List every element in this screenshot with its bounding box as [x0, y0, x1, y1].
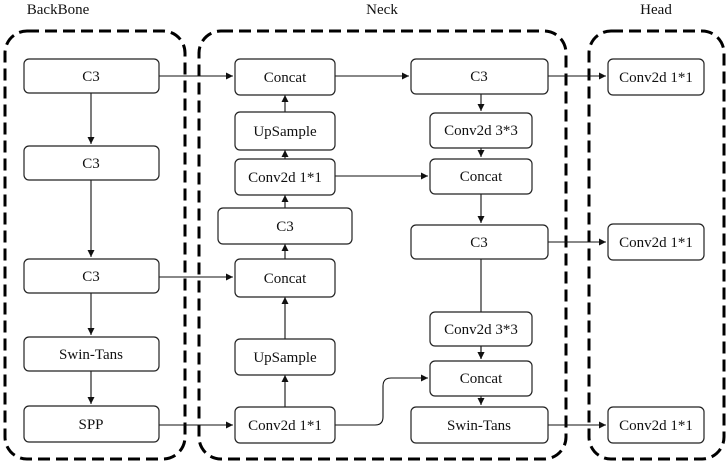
- node-label: Conv2d 1*1: [619, 418, 693, 434]
- neck-c3-mid-node: C3: [217, 207, 353, 245]
- neck-concat-mid-node: Concat: [234, 258, 336, 298]
- backbone-spp-node: SPP: [23, 405, 160, 443]
- node-label: C3: [470, 235, 488, 251]
- node-label: Concat: [264, 70, 307, 86]
- neck-concat-top-node: Concat: [234, 58, 336, 96]
- node-label: C3: [82, 156, 100, 172]
- neck-upsample-bot-node: UpSample: [234, 338, 336, 376]
- backbone-c3-node-1: C3: [23, 58, 160, 94]
- node-label: Concat: [264, 271, 307, 287]
- backbone-c3-node-2: C3: [23, 145, 160, 181]
- neck-right-concat-bot-node: Concat: [429, 360, 533, 397]
- neck-right-c3-mid-node: C3: [410, 224, 549, 260]
- backbone-swin-tans-node: Swin-Tans: [23, 336, 160, 372]
- edges: [87, 72, 606, 429]
- node-label: Conv2d 1*1: [248, 170, 322, 186]
- head-conv-node-1: Conv2d 1*1: [607, 58, 705, 96]
- node-label: C3: [82, 269, 100, 285]
- node-label: Concat: [460, 169, 503, 185]
- head-conv-node-3: Conv2d 1*1: [607, 406, 705, 444]
- node-label: Concat: [460, 371, 503, 387]
- node-label: Conv2d 3*3: [444, 123, 518, 139]
- node-label: Swin-Tans: [447, 418, 511, 434]
- neck-title: Neck: [366, 2, 398, 18]
- node-label: Conv2d 1*1: [619, 70, 693, 86]
- node-label: SPP: [78, 417, 103, 433]
- neck-upsample-top-node: UpSample: [234, 111, 336, 151]
- head-conv-node-2: Conv2d 1*1: [607, 223, 705, 261]
- head-title: Head: [640, 2, 672, 18]
- node-label: UpSample: [253, 350, 317, 366]
- neck-right-c3-top-node: C3: [410, 58, 549, 95]
- node-label: Conv2d 1*1: [248, 418, 322, 434]
- node-label: Conv2d 3*3: [444, 322, 518, 338]
- neck-right-concat-top-node: Concat: [429, 158, 533, 195]
- node-label: C3: [470, 69, 488, 85]
- neck-right-conv33-top-node: Conv2d 3*3: [429, 112, 533, 149]
- neck-group: [197, 29, 568, 461]
- neck-right-conv33-bot-node: Conv2d 3*3: [429, 311, 533, 347]
- neck-conv-bot-node: Conv2d 1*1: [234, 406, 336, 444]
- node-label: Swin-Tans: [59, 347, 123, 363]
- backbone-group: [3, 29, 187, 461]
- backbone-c3-node-3: C3: [23, 258, 160, 294]
- backbone-title: BackBone: [27, 2, 90, 18]
- head-group: [587, 29, 726, 461]
- neck-right-swin-tans-node: Swin-Tans: [410, 406, 549, 444]
- node-label: UpSample: [253, 124, 317, 140]
- node-label: Conv2d 1*1: [619, 235, 693, 251]
- node-label: C3: [276, 219, 294, 235]
- neck-conv-top-node: Conv2d 1*1: [234, 158, 336, 196]
- edge-conv-bot-to-r-concat-bot: [335, 374, 428, 426]
- node-label: C3: [82, 69, 100, 85]
